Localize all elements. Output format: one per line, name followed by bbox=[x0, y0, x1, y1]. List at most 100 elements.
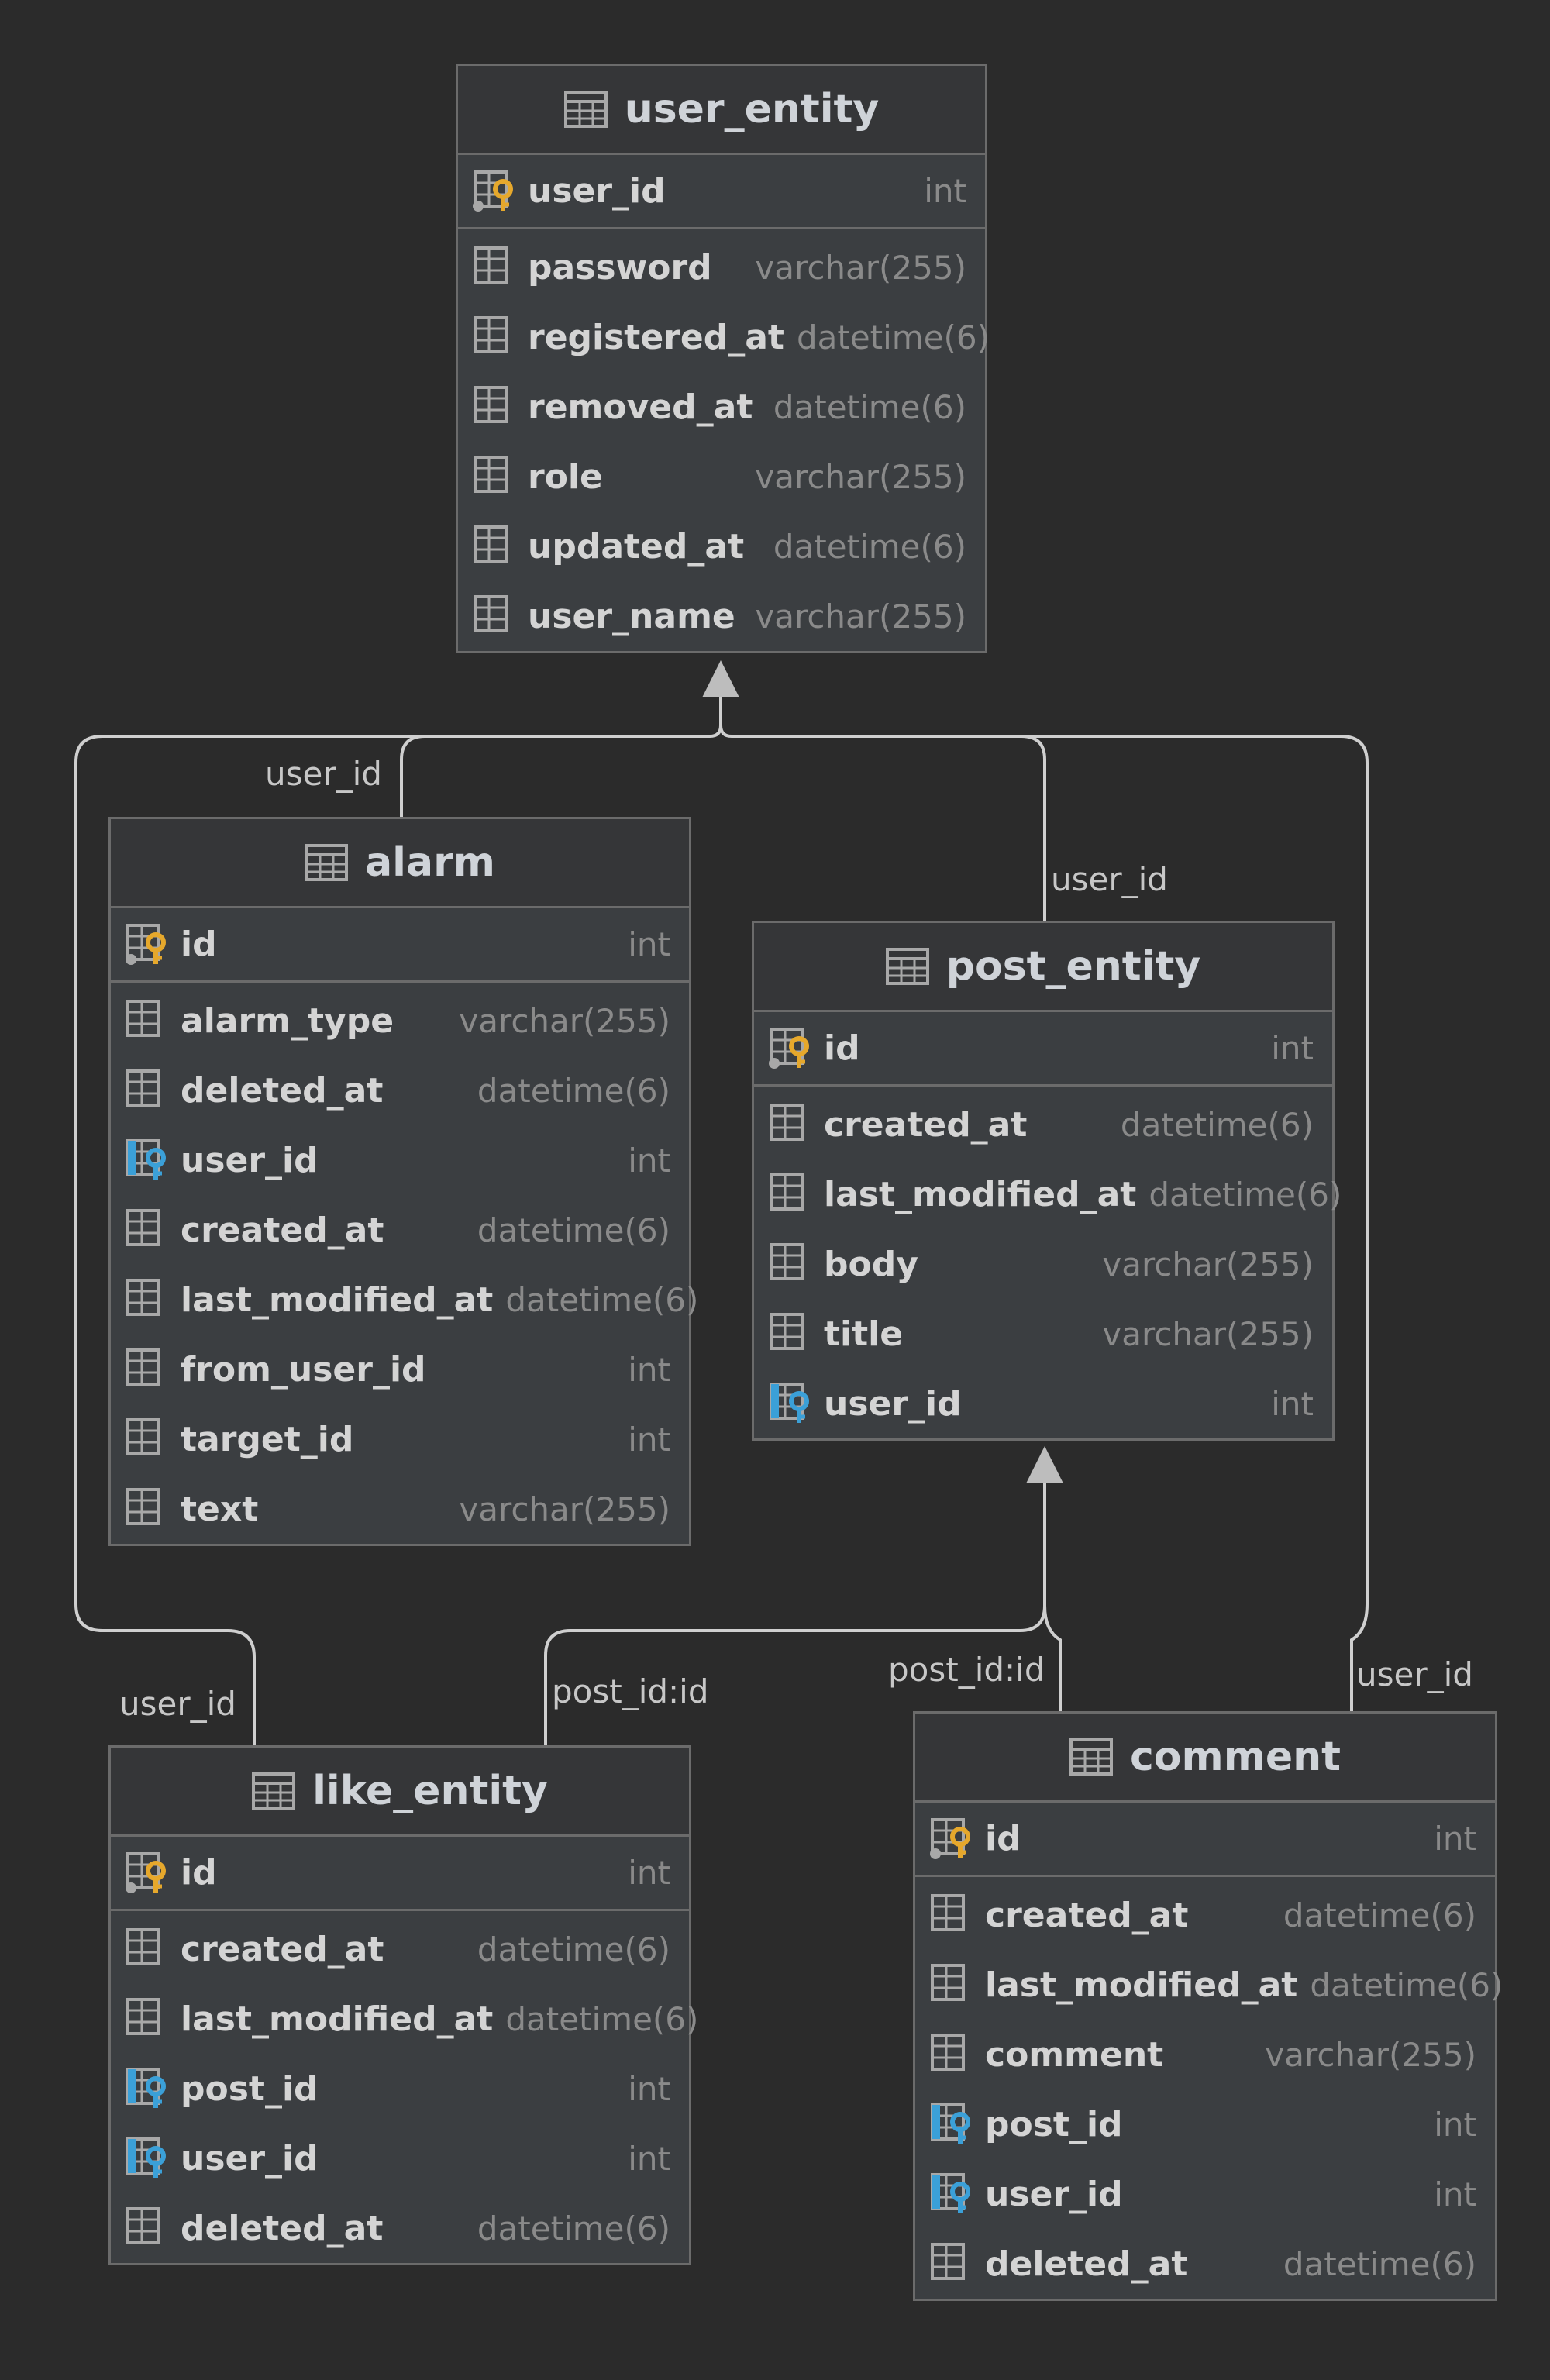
column-name: created_at bbox=[985, 1895, 1189, 1935]
column-icon bbox=[474, 525, 508, 563]
column-name: created_at bbox=[181, 1929, 384, 1969]
column-type: int bbox=[924, 172, 966, 210]
column-type: int bbox=[1271, 1029, 1314, 1067]
column-type: int bbox=[628, 1420, 670, 1459]
column-type: varchar(255) bbox=[1102, 1245, 1314, 1283]
column-name: user_id bbox=[181, 1140, 319, 1180]
entity-header[interactable]: post_entity bbox=[754, 923, 1332, 1012]
column-icon bbox=[126, 1000, 160, 1037]
primary-key-row[interactable]: id int bbox=[111, 1837, 689, 1911]
column-type: int bbox=[1434, 2175, 1476, 2213]
column-type: varchar(255) bbox=[459, 1001, 670, 1040]
column-type: varchar(255) bbox=[1102, 1314, 1314, 1353]
column-type: datetime(6) bbox=[477, 2209, 670, 2247]
entity-title: user_entity bbox=[624, 86, 880, 133]
column-type: int bbox=[628, 1854, 670, 1892]
column-name: deleted_at bbox=[181, 1070, 384, 1111]
column-type: int bbox=[1434, 1820, 1476, 1858]
column-row[interactable]: from_user_id int bbox=[111, 1335, 689, 1404]
column-name: last_modified_at bbox=[181, 1280, 494, 1320]
column-name: deleted_at bbox=[985, 2244, 1188, 2284]
entity-header[interactable]: like_entity bbox=[111, 1748, 689, 1837]
column-type: varchar(255) bbox=[755, 248, 966, 287]
column-type: int bbox=[628, 1350, 670, 1389]
column-row[interactable]: user_id int bbox=[111, 1125, 689, 1195]
column-name: post_id bbox=[985, 2104, 1123, 2144]
column-name: user_id bbox=[528, 171, 666, 211]
foreign-key-icon bbox=[126, 1139, 166, 1180]
column-type: int bbox=[628, 1141, 670, 1180]
column-name: text bbox=[181, 1489, 259, 1529]
column-type: datetime(6) bbox=[1283, 1896, 1476, 1934]
entity-header[interactable]: alarm bbox=[111, 819, 689, 908]
entity-header[interactable]: comment bbox=[915, 1714, 1495, 1803]
column-type: int bbox=[1271, 1384, 1314, 1423]
column-name: from_user_id bbox=[181, 1349, 426, 1390]
relation-label-comment-user: user_id bbox=[1356, 1655, 1473, 1693]
column-type: varchar(255) bbox=[755, 597, 966, 635]
column-type: datetime(6) bbox=[477, 1930, 670, 1968]
column-type: datetime(6) bbox=[1283, 2244, 1476, 2283]
connector-post-user bbox=[732, 735, 1046, 921]
primary-key-icon bbox=[473, 170, 513, 212]
column-row[interactable]: deleted_at datetime(6) bbox=[915, 2229, 1495, 2299]
column-type: int bbox=[628, 2139, 670, 2178]
table-icon bbox=[252, 1772, 296, 1810]
entity-title: comment bbox=[1129, 1734, 1342, 1780]
connector-comment-user bbox=[1021, 735, 1369, 1711]
entity-header[interactable]: user_entity bbox=[458, 66, 985, 155]
column-icon bbox=[126, 1488, 160, 1525]
column-icon bbox=[931, 1964, 965, 2001]
relation-label-like-post: post_id:id bbox=[552, 1672, 709, 1710]
column-name: updated_at bbox=[528, 526, 745, 567]
column-name: id bbox=[181, 1853, 217, 1893]
arrowhead-post-entity bbox=[1026, 1446, 1063, 1483]
column-name: registered_at bbox=[528, 317, 784, 357]
arrowhead-user-entity bbox=[702, 660, 739, 697]
relation-label-post-user: user_id bbox=[1051, 860, 1168, 898]
column-name: user_name bbox=[528, 596, 735, 636]
column-row[interactable]: created_at datetime(6) bbox=[111, 1914, 689, 1984]
primary-key-icon bbox=[126, 923, 166, 965]
column-row[interactable]: created_at datetime(6) bbox=[915, 1880, 1495, 1950]
column-row[interactable]: user_name varchar(255) bbox=[458, 581, 985, 651]
column-name: last_modified_at bbox=[985, 1965, 1298, 2005]
relation-label-comment-post: post_id:id bbox=[888, 1651, 1045, 1689]
primary-key-row[interactable]: user_id int bbox=[458, 155, 985, 229]
relation-label-like-user: user_id bbox=[119, 1685, 236, 1723]
